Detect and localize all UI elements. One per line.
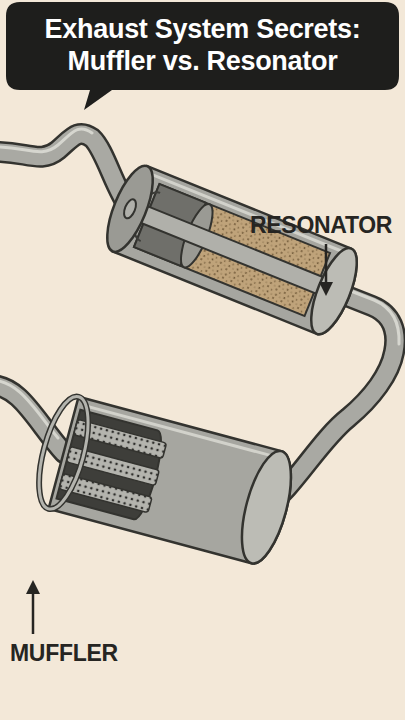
callout-arrows: [26, 244, 333, 634]
muffler-rim-face: [29, 392, 98, 514]
muffler-outlet-cap: [232, 446, 301, 568]
bubble-shape: [6, 2, 399, 110]
pipe-outline: [0, 134, 130, 209]
arrow-head: [319, 282, 333, 296]
speech-bubble: [6, 2, 399, 110]
resonator-inlet-cap: [98, 160, 162, 257]
pipe-body: [0, 134, 130, 209]
inlet-opening: [122, 198, 139, 220]
leader-line: [32, 592, 35, 634]
leader-line: [325, 244, 328, 284]
part-label: MUFFLER: [10, 640, 118, 667]
resonator-outlet-cap: [302, 243, 366, 340]
part-label: RESONATOR: [250, 212, 392, 239]
muffler-drawing: [29, 392, 301, 569]
title-box: Exhaust System Secrets: Muffler vs. Reso…: [8, 4, 397, 88]
title-text: Exhaust System Secrets: Muffler vs. Reso…: [13, 14, 393, 78]
pipe-highlight: [0, 129, 92, 152]
arrow-head: [26, 580, 40, 594]
muffler-inlet-rim: [29, 392, 98, 514]
resonator-drawing: [98, 160, 366, 340]
muffler-cutaway: [57, 410, 168, 522]
